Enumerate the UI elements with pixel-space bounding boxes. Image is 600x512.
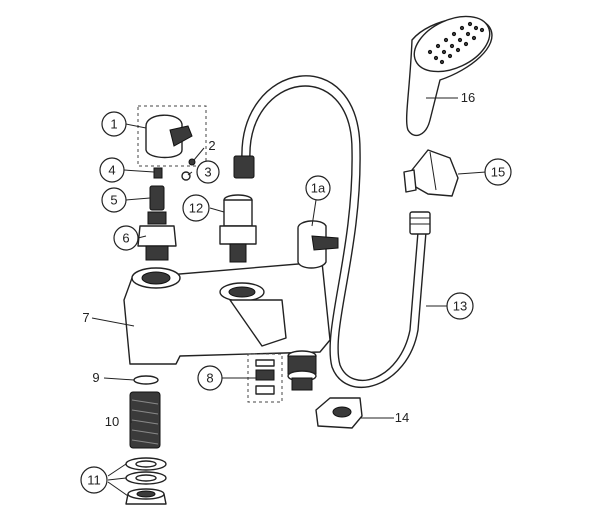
- callout-3: 3: [196, 160, 220, 184]
- washers-backnut: [125, 457, 167, 505]
- callout-label-12: 12: [189, 201, 203, 216]
- callout-15: 15: [484, 158, 512, 186]
- handset-spray-holes: [427, 21, 485, 65]
- callout-leaders: [91, 97, 487, 497]
- hose-adaptor: [219, 194, 257, 263]
- hose-clip: [315, 397, 363, 429]
- callout-16: 16: [461, 90, 475, 105]
- callout-label-9: 9: [92, 370, 99, 385]
- valve-cartridge: [137, 211, 177, 261]
- callout-1a: 1a: [305, 175, 331, 201]
- callout-label-11: 11: [87, 473, 101, 488]
- callout-label-2: 2: [208, 138, 215, 153]
- cap-indicator: [181, 171, 191, 181]
- callout-label-14: 14: [395, 410, 409, 425]
- callout-label-15: 15: [491, 165, 505, 180]
- callout-label-10: 10: [105, 414, 119, 429]
- callout-10: 10: [105, 414, 119, 429]
- callout-9: 9: [92, 370, 99, 385]
- hose-connector-bottom: [409, 211, 431, 235]
- handset-holder: [403, 149, 459, 197]
- callout-8: 8: [197, 365, 223, 391]
- callout-label-8: 8: [206, 371, 213, 386]
- callout-label-5: 5: [110, 193, 117, 208]
- callout-label-1: 1: [110, 117, 117, 132]
- spout-outlet-thread: [287, 350, 317, 391]
- callout-2: 2: [208, 138, 215, 153]
- callout-label-16: 16: [461, 90, 475, 105]
- callout-1: 1: [101, 111, 127, 137]
- hose-nut-top: [233, 155, 255, 179]
- callout-label-3: 3: [204, 165, 211, 180]
- grub-screw: [188, 158, 196, 166]
- callout-label-4: 4: [108, 163, 115, 178]
- spline-adaptor: [149, 185, 165, 211]
- callout-11: 11: [80, 466, 108, 494]
- lever-kit-box: [137, 105, 207, 167]
- diverter-lever: [297, 220, 339, 269]
- callout-label-13: 13: [453, 299, 467, 314]
- threaded-shank: [129, 391, 161, 449]
- callout-label-7: 7: [82, 310, 89, 325]
- callout-5: 5: [101, 187, 127, 213]
- callout-4: 4: [99, 157, 125, 183]
- small-screw: [153, 167, 163, 179]
- shower-hose: [233, 75, 431, 388]
- shower-handset: [405, 15, 493, 137]
- aerator-parts: [255, 359, 275, 395]
- lever-handle: [145, 114, 193, 159]
- callout-7: 7: [82, 310, 89, 325]
- callout-14: 14: [395, 410, 409, 425]
- callout-label-1a: 1a: [311, 181, 326, 196]
- callout-6: 6: [113, 225, 139, 251]
- callout-13: 13: [446, 292, 474, 320]
- mixer-body: [123, 261, 331, 365]
- o-ring: [133, 375, 159, 385]
- callout-label-6: 6: [122, 231, 129, 246]
- callout-12: 12: [182, 194, 210, 222]
